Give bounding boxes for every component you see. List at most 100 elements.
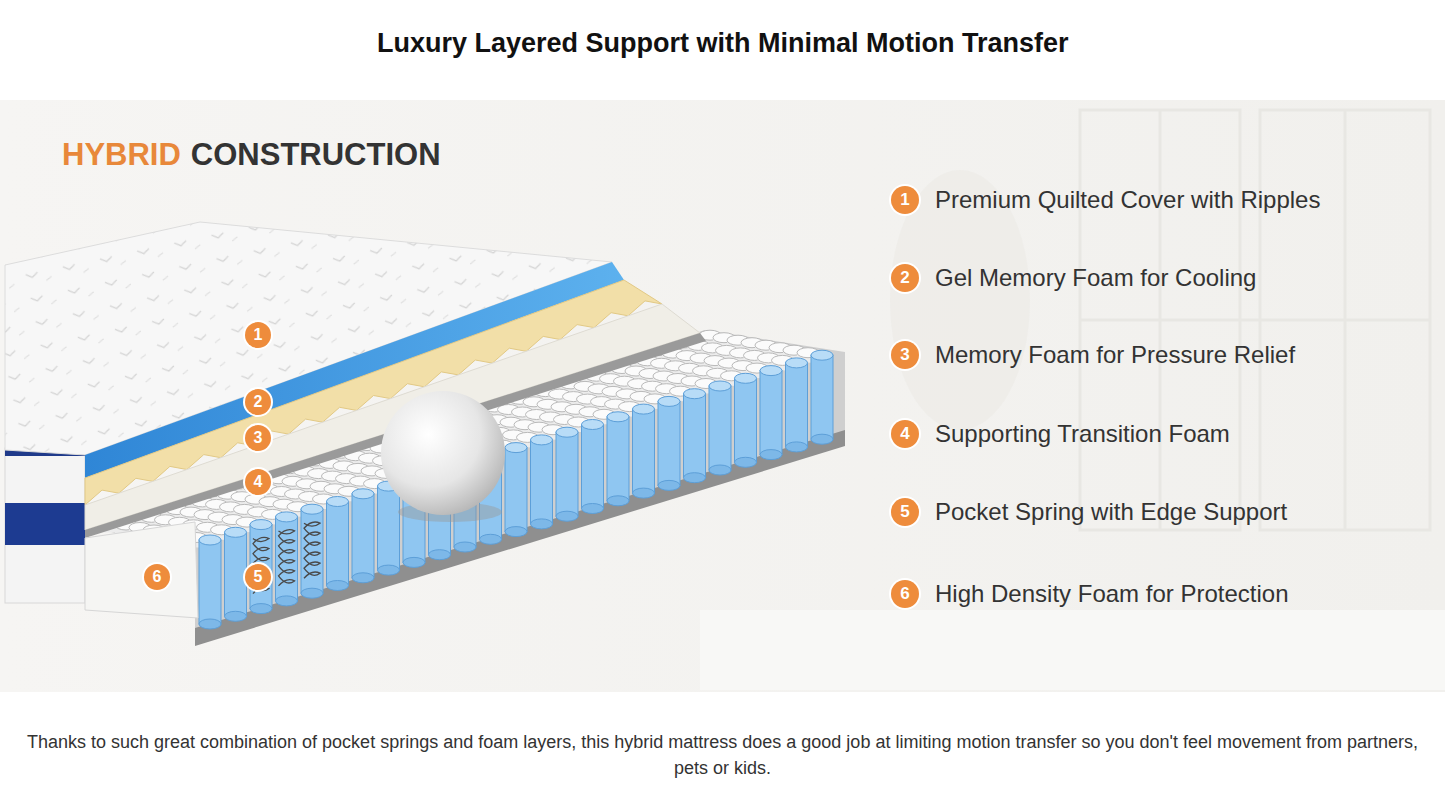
spring-bottom — [556, 511, 578, 521]
spring-bottom — [327, 581, 349, 591]
spring-bottom — [607, 496, 629, 506]
spring-bottom — [531, 519, 553, 529]
callout-number: 3 — [891, 341, 919, 369]
spring-top — [556, 427, 578, 437]
spring-top — [709, 381, 731, 391]
spring-bottom — [352, 573, 374, 583]
part-name: High Density Foam for Protection — [935, 580, 1288, 608]
side-stripe — [5, 503, 85, 545]
part-name: Supporting Transition Foam — [935, 420, 1230, 448]
callout-number: 2 — [245, 389, 271, 415]
spring-bottom — [480, 534, 502, 544]
caption: Thanks to such great combination of pock… — [10, 729, 1435, 781]
callout-number: 2 — [891, 264, 919, 292]
spring-top — [607, 412, 629, 422]
spring-top — [735, 373, 757, 383]
pocket-spring — [556, 432, 578, 516]
spring-bottom — [250, 604, 272, 614]
part-name: Memory Foam for Pressure Relief — [935, 341, 1295, 369]
spring-top — [301, 504, 323, 514]
pocket-spring — [531, 440, 553, 524]
spring-bottom — [429, 550, 451, 560]
part-name: Pocket Spring with Edge Support — [935, 498, 1287, 526]
callout-number: 6 — [891, 580, 919, 608]
spring-bottom — [658, 480, 680, 490]
edge-foam — [85, 522, 198, 618]
callout-number: 1 — [891, 186, 919, 214]
spring-top — [684, 389, 706, 399]
pocket-spring — [607, 417, 629, 501]
spring-top — [658, 396, 680, 406]
spring-bottom — [811, 434, 833, 444]
spring-top — [250, 520, 272, 530]
pocket-spring — [658, 401, 680, 485]
transition-foam-layer — [85, 304, 700, 530]
spring-top — [582, 420, 604, 430]
pocket-spring — [276, 517, 298, 601]
pocket-spring — [735, 378, 757, 462]
spring-bottom — [225, 611, 247, 621]
title: Luxury Layered Support with Minimal Moti… — [377, 28, 1069, 59]
test-ball — [381, 391, 505, 515]
pocket-spring — [352, 494, 374, 578]
spring-bottom — [505, 527, 527, 537]
spring-bottom — [199, 619, 221, 629]
section-heading: CONSTRUCTION — [191, 137, 441, 173]
spring-bottom — [735, 457, 757, 467]
room-background — [0, 100, 1445, 692]
pocket-spring — [811, 355, 833, 439]
coil — [279, 530, 295, 586]
pocket-spring — [301, 509, 323, 593]
spring-top — [199, 535, 221, 545]
side-panel — [5, 448, 85, 603]
window-frames — [1080, 110, 1430, 530]
spring-bottom — [786, 442, 808, 452]
floor — [700, 610, 1445, 690]
pocket-spring — [633, 409, 655, 493]
callout-number: 4 — [245, 469, 271, 495]
spring-top — [633, 404, 655, 414]
spring-top — [760, 366, 782, 376]
spring-bottom — [582, 504, 604, 514]
pocket-spring — [505, 448, 527, 532]
callout-number: 5 — [245, 564, 271, 590]
spring-bottom — [378, 565, 400, 575]
spring-top — [811, 350, 833, 360]
callout-number: 1 — [245, 322, 271, 348]
pocket-spring — [225, 532, 247, 616]
spring-top — [276, 512, 298, 522]
spring-bottom — [709, 465, 731, 475]
part-name: Gel Memory Foam for Cooling — [935, 264, 1256, 292]
callout-number: 5 — [891, 498, 919, 526]
spring-bottom — [301, 588, 323, 598]
spring-top — [786, 358, 808, 368]
pocket-spring — [709, 386, 731, 470]
felt-pad — [85, 333, 706, 538]
spring-bottom — [633, 488, 655, 498]
spring-top — [327, 497, 349, 507]
pocket-spring — [684, 394, 706, 478]
pocket-spring — [582, 425, 604, 509]
spring-top — [225, 527, 247, 537]
memory-foam-layer — [85, 280, 662, 505]
coil — [304, 522, 320, 578]
callout-number: 3 — [245, 425, 271, 451]
spring-bottom — [403, 557, 425, 567]
spring-bottom — [684, 473, 706, 483]
part-name: Premium Quilted Cover with Ripples — [935, 186, 1320, 214]
spring-top — [531, 435, 553, 445]
pocket-spring — [327, 502, 349, 586]
spring-top — [505, 443, 527, 453]
spring-bottom — [276, 596, 298, 606]
pocket-spring — [199, 540, 221, 624]
section-heading: HYBRID — [62, 137, 181, 173]
spring-top — [352, 489, 374, 499]
spring-bottom — [760, 450, 782, 460]
pocket-spring — [378, 486, 400, 570]
pocket-spring — [786, 363, 808, 447]
callout-number: 4 — [891, 420, 919, 448]
spring-bottom — [454, 542, 476, 552]
callout-number: 6 — [144, 564, 170, 590]
pocket-spring — [760, 371, 782, 455]
